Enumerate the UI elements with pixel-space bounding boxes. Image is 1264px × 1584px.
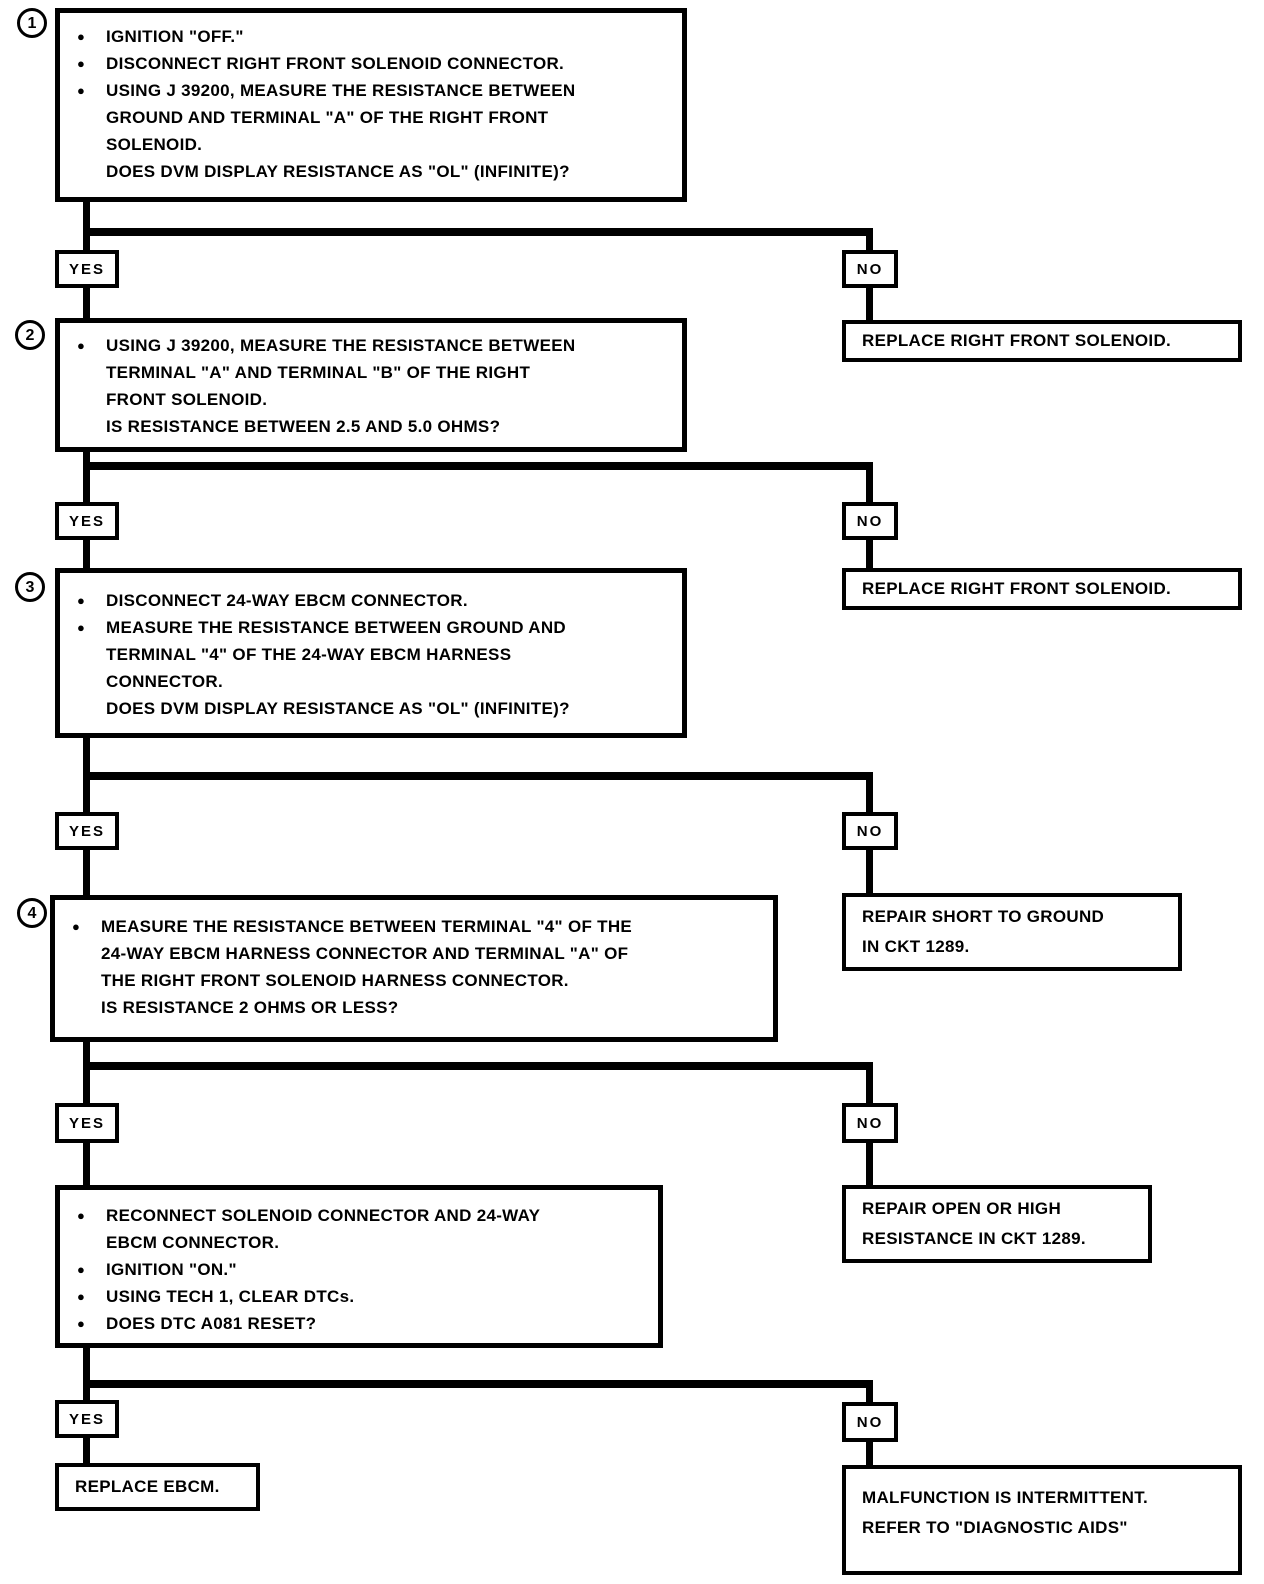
bullet-icon: ● (77, 1289, 86, 1304)
step-number-4: 4 (17, 898, 47, 928)
yes-label: YES (68, 1114, 105, 1132)
connector-vertical (866, 1070, 873, 1103)
step-1-line-2: ●DISCONNECT RIGHT FRONT SOLENOID CONNECT… (60, 50, 682, 77)
no-label: NO (856, 260, 884, 278)
outcome-box-malfunction-intermittent: MALFUNCTION IS INTERMITTENT. REFER TO "D… (842, 1465, 1242, 1575)
connector-vertical (83, 1388, 90, 1400)
bullet-icon: ● (77, 56, 86, 71)
step-5-line-4: ●DOES DTC A081 RESET? (60, 1310, 658, 1337)
step-1-line-1: ●IGNITION "OFF." (60, 23, 682, 50)
step-5-line-1: ●RECONNECT SOLENOID CONNECTOR AND 24-WAY… (60, 1202, 658, 1256)
no-box-2: NO (842, 502, 898, 540)
connector-vertical (83, 1143, 90, 1185)
no-box-5: NO (842, 1402, 898, 1442)
yes-box-1: YES (55, 250, 119, 288)
step-box-4: ●MEASURE THE RESISTANCE BETWEEN TERMINAL… (50, 895, 778, 1042)
bullet-icon: ● (77, 1208, 86, 1223)
connector-vertical (866, 236, 873, 250)
step-box-3: ●DISCONNECT 24-WAY EBCM CONNECTOR. ●MEAS… (55, 568, 687, 738)
connector-horizontal (83, 462, 873, 470)
connector-horizontal (83, 1062, 873, 1070)
bullet-icon: ● (77, 593, 86, 608)
bullet-icon: ● (77, 1262, 86, 1277)
step-number-3: 3 (15, 572, 45, 602)
step-1-line-3: ●USING J 39200, MEASURE THE RESISTANCE B… (60, 77, 682, 158)
connector-vertical (83, 288, 90, 318)
connector-vertical (866, 540, 873, 568)
no-label: NO (856, 822, 884, 840)
bullet-icon: ● (77, 338, 86, 353)
bullet-icon: ● (77, 83, 86, 98)
yes-box-3: YES (55, 812, 119, 850)
bullet-icon: ● (77, 29, 86, 44)
connector-horizontal (83, 228, 873, 236)
step-number-2: 2 (15, 320, 45, 350)
bullet-icon: ● (77, 1316, 86, 1331)
step-5-line-2: ●IGNITION "ON." (60, 1256, 658, 1283)
connector-vertical (83, 452, 90, 466)
yes-box-5: YES (55, 1400, 119, 1438)
connector-vertical (83, 780, 90, 812)
no-box-3: NO (842, 812, 898, 850)
no-label: NO (856, 1114, 884, 1132)
connector-vertical (83, 202, 90, 232)
step-box-5: ●RECONNECT SOLENOID CONNECTOR AND 24-WAY… (55, 1185, 663, 1348)
connector-vertical (866, 1143, 873, 1185)
connector-vertical (83, 1438, 90, 1463)
step-box-1: ●IGNITION "OFF." ●DISCONNECT RIGHT FRONT… (55, 8, 687, 202)
step-4-line-2: IS RESISTANCE 2 OHMS OR LESS? (101, 998, 399, 1017)
connector-horizontal (83, 1380, 873, 1388)
connector-vertical (83, 470, 90, 502)
step-1-line-4: DOES DVM DISPLAY RESISTANCE AS "OL" (INF… (106, 162, 570, 181)
step-4-line-1: ●MEASURE THE RESISTANCE BETWEEN TERMINAL… (55, 913, 773, 994)
bullet-icon: ● (77, 620, 86, 635)
no-label: NO (856, 1413, 884, 1431)
connector-vertical (866, 470, 873, 502)
connector-vertical (866, 1442, 873, 1465)
step-3-line-1: ●DISCONNECT 24-WAY EBCM CONNECTOR. (60, 587, 682, 614)
yes-label: YES (68, 512, 105, 530)
connector-vertical (83, 850, 90, 895)
no-label: NO (856, 512, 884, 530)
step-box-2: ●USING J 39200, MEASURE THE RESISTANCE B… (55, 318, 687, 452)
outcome-box-replace-ebcm: REPLACE EBCM. (55, 1463, 260, 1511)
outcome-box-replace-solenoid-2: REPLACE RIGHT FRONT SOLENOID. (842, 568, 1242, 610)
connector-vertical (83, 236, 90, 250)
outcome-box-replace-solenoid-1: REPLACE RIGHT FRONT SOLENOID. (842, 320, 1242, 362)
connector-vertical (83, 1070, 90, 1103)
yes-box-4: YES (55, 1103, 119, 1143)
connector-vertical (83, 1348, 90, 1384)
step-5-line-3: ●USING TECH 1, CLEAR DTCs. (60, 1283, 658, 1310)
step-3-line-3: DOES DVM DISPLAY RESISTANCE AS "OL" (INF… (106, 699, 570, 718)
outcome-box-repair-open: REPAIR OPEN OR HIGH RESISTANCE IN CKT 12… (842, 1185, 1152, 1263)
step-2-line-1: ●USING J 39200, MEASURE THE RESISTANCE B… (60, 332, 682, 413)
yes-label: YES (68, 1410, 105, 1428)
outcome-box-repair-short: REPAIR SHORT TO GROUND IN CKT 1289. (842, 893, 1182, 971)
step-number-1: 1 (17, 8, 47, 38)
yes-label: YES (68, 822, 105, 840)
connector-vertical (83, 540, 90, 568)
yes-label: YES (68, 260, 105, 278)
connector-vertical (866, 780, 873, 812)
no-box-4: NO (842, 1103, 898, 1143)
connector-vertical (83, 1042, 90, 1066)
connector-vertical (866, 288, 873, 320)
connector-horizontal (83, 772, 873, 780)
bullet-icon: ● (72, 919, 81, 934)
connector-vertical (866, 850, 873, 893)
connector-vertical (83, 738, 90, 776)
no-box-1: NO (842, 250, 898, 288)
step-3-line-2: ●MEASURE THE RESISTANCE BETWEEN GROUND A… (60, 614, 682, 695)
yes-box-2: YES (55, 502, 119, 540)
connector-vertical (866, 1388, 873, 1402)
step-2-line-2: IS RESISTANCE BETWEEN 2.5 AND 5.0 OHMS? (106, 417, 501, 436)
